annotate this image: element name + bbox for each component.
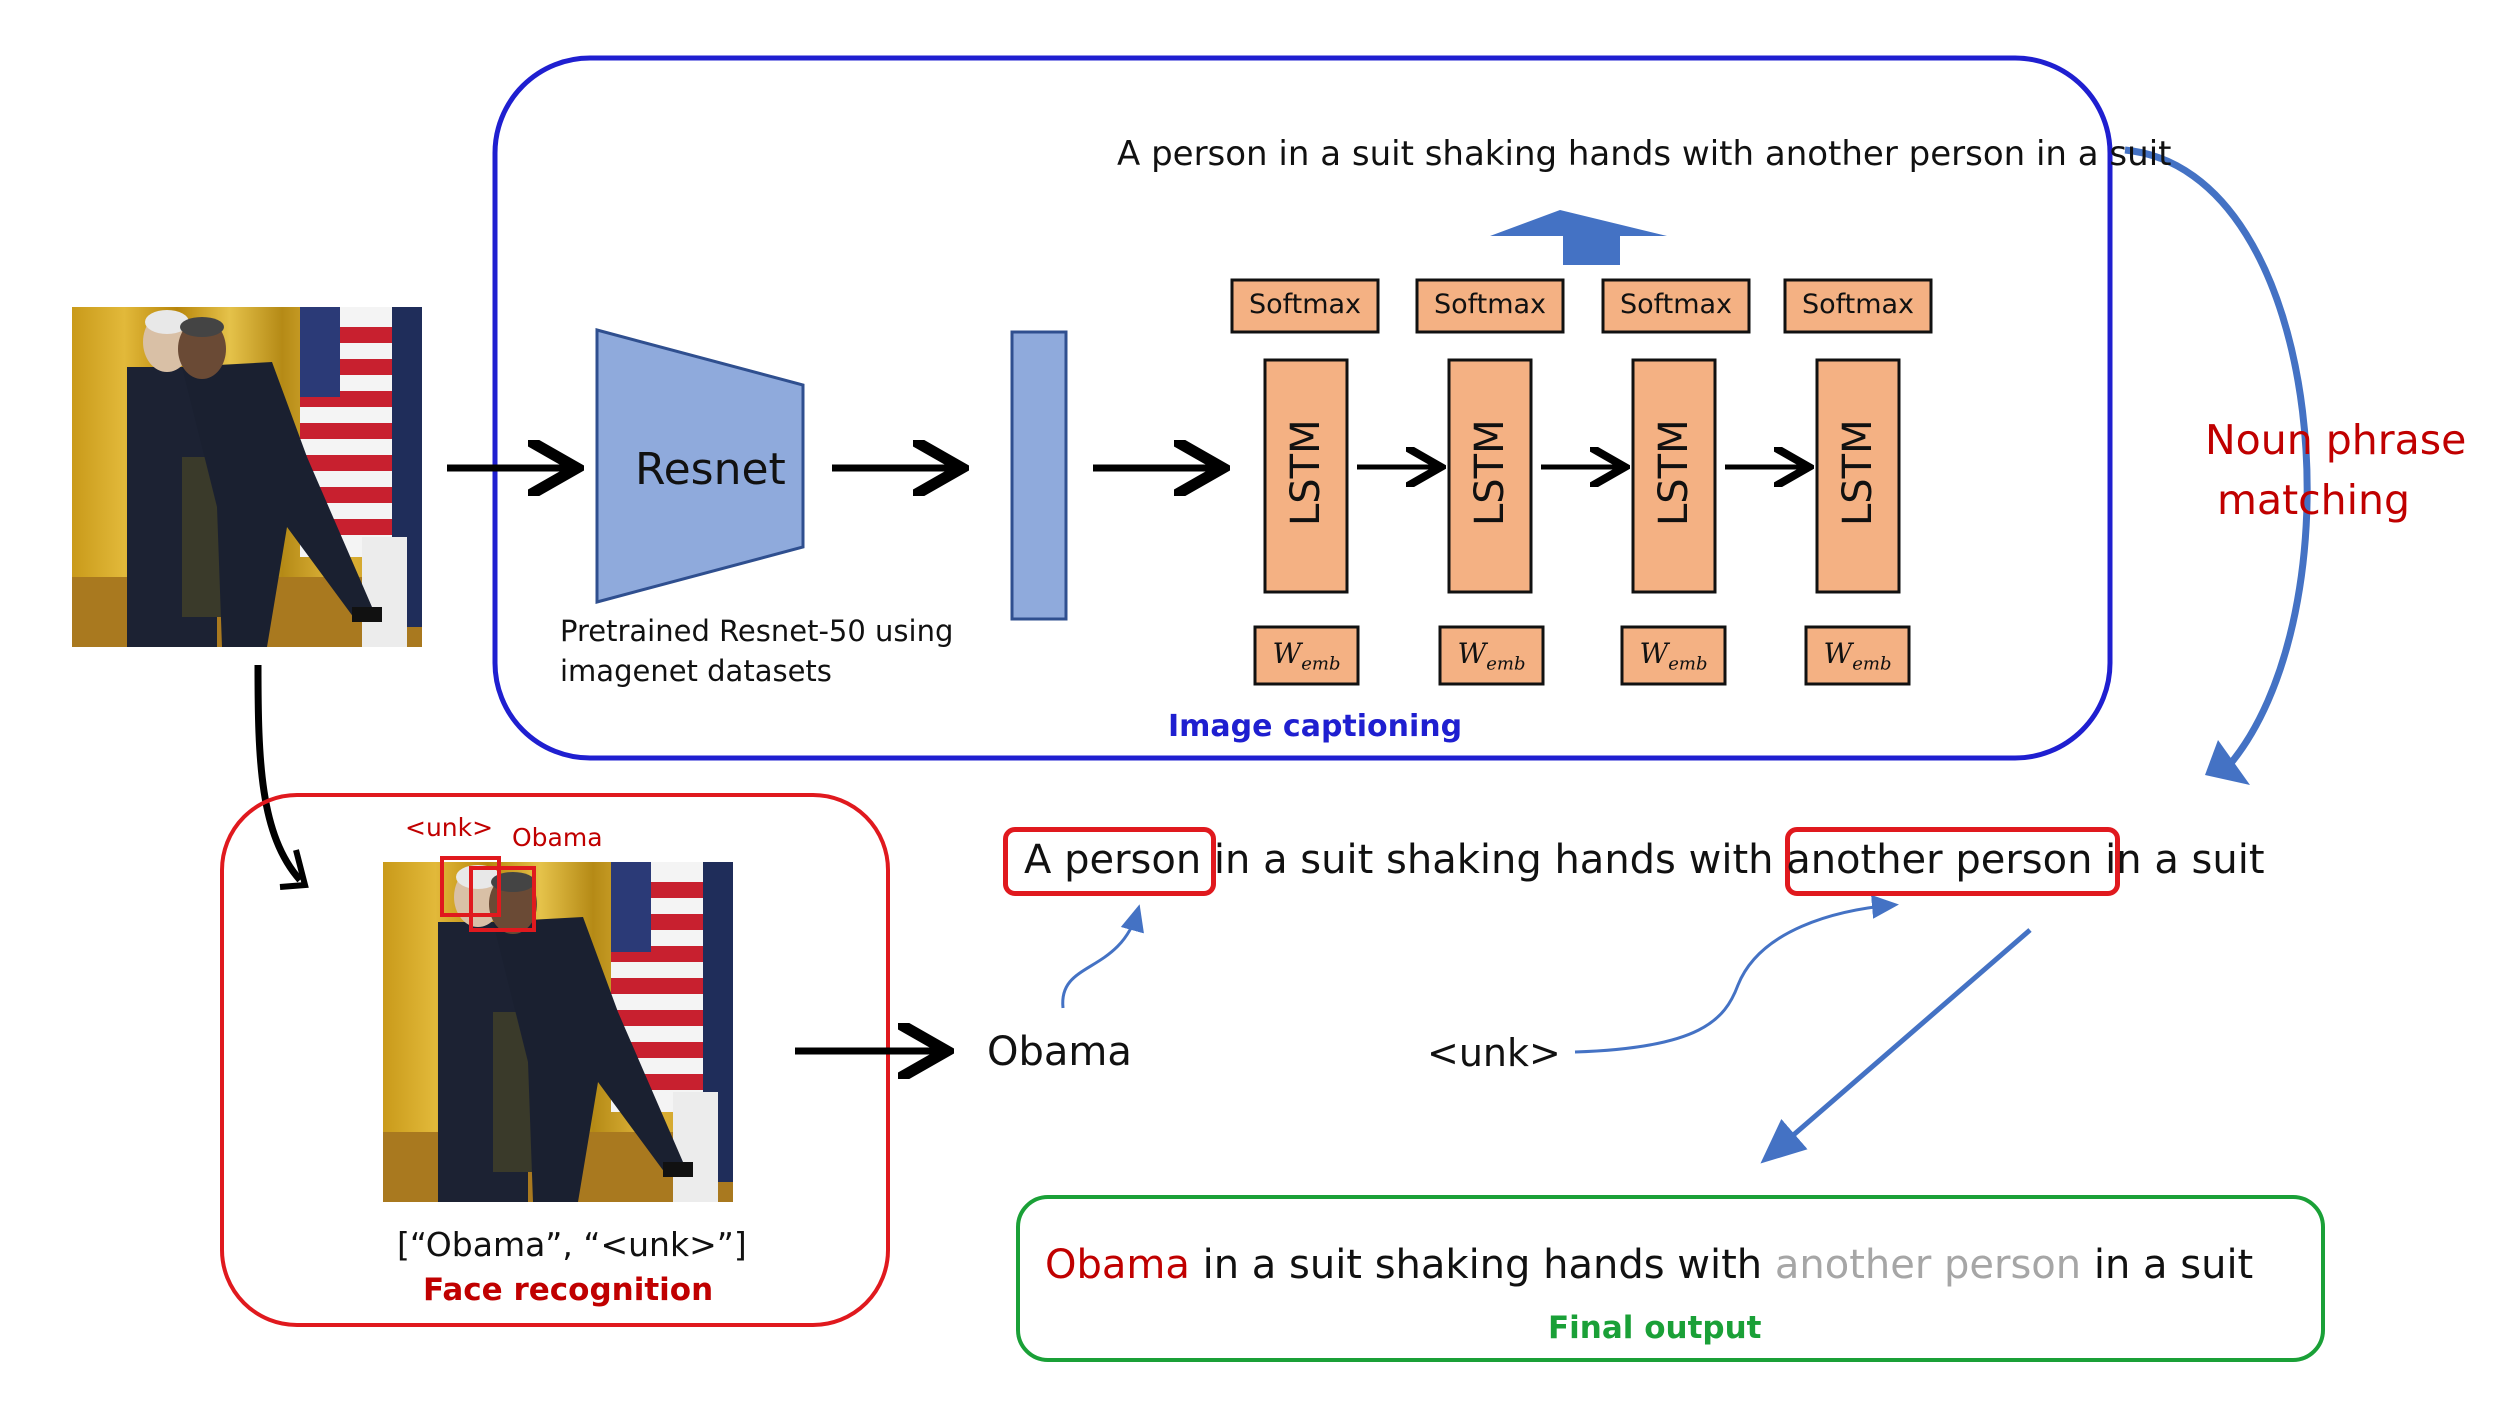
face-recognition-label: Face recognition: [423, 1272, 714, 1308]
phrase-highlight-2: [1785, 827, 2120, 896]
face-box-obama: [469, 866, 536, 932]
output-up-arrow: [1490, 210, 1667, 265]
arrow-unk-to-phrase2: [1574, 894, 1899, 1054]
caption-output-text: A person in a suit shaking hands with an…: [1117, 134, 2172, 174]
noun-phrase-label-line2: matching: [2217, 476, 2411, 524]
wemb-label: Wemb: [1823, 637, 1892, 675]
lstm-label: LSTM: [1835, 419, 1881, 526]
softmax-box: [1415, 278, 1565, 334]
noun-phrase-arrowhead: [2205, 740, 2250, 785]
softmax-box: [1601, 278, 1751, 334]
arrow-to-final-output: [1760, 928, 2032, 1164]
final-gray-phrase: another person: [1774, 1242, 2082, 1288]
wemb-box: [1438, 625, 1545, 686]
matched-caption-middle: in a suit shaking hands with: [1201, 837, 1787, 883]
resnet-block: [595, 328, 805, 604]
final-output-text: Obama in a suit shaking hands with anoth…: [1045, 1245, 2253, 1285]
noun-phrase-label-line1: Noun phrase: [2205, 416, 2467, 464]
final-name: Obama: [1045, 1242, 1190, 1288]
matched-phrase-2: another person: [1786, 837, 2093, 883]
face-recognition-panel: [220, 793, 890, 1327]
softmax-box: [1230, 278, 1380, 334]
face-photo: [383, 862, 733, 1202]
softmax-label: Softmax: [1801, 289, 1915, 320]
arrow-photo-to-face-head: [279, 849, 309, 890]
lstm-box: [1815, 358, 1901, 594]
wemb-label: Wemb: [1457, 637, 1526, 675]
resnet-description-line1: Pretrained Resnet-50 using: [560, 614, 954, 648]
wemb-box: [1804, 625, 1911, 686]
softmax-box: [1783, 278, 1933, 334]
softmax-label: Softmax: [1248, 289, 1362, 320]
wemb-label: Wemb: [1639, 637, 1708, 675]
arrow-photo-to-face: [254, 664, 303, 883]
face-box-label-unk: <unk>: [405, 813, 494, 842]
recognized-name-unk: <unk>: [1427, 1031, 1561, 1075]
resnet-label: Resnet: [635, 444, 786, 495]
feature-vector: [1010, 330, 1068, 621]
lstm-label: LSTM: [1467, 419, 1513, 526]
wemb-box: [1620, 625, 1727, 686]
final-part1: in a suit shaking hands with: [1189, 1242, 1775, 1288]
final-part2: in a suit: [2081, 1242, 2254, 1288]
phrase-highlight-1: [1003, 827, 1216, 896]
lstm-box: [1263, 358, 1349, 594]
lstm-box: [1631, 358, 1717, 594]
final-output-panel: [1016, 1195, 2325, 1362]
noun-phrase-curve: [2124, 146, 2311, 773]
input-photo: [72, 307, 422, 647]
wemb-label: Wemb: [1272, 637, 1341, 675]
arrow-obama-to-phrase1: [1061, 904, 1144, 1009]
recognized-name-obama: Obama: [987, 1029, 1132, 1075]
softmax-label: Softmax: [1619, 289, 1733, 320]
matched-caption-end: in a suit: [2092, 837, 2265, 883]
lstm-label: LSTM: [1283, 419, 1329, 526]
image-captioning-panel: [492, 55, 2113, 761]
image-captioning-label: Image captioning: [1168, 709, 1463, 744]
face-box-label-obama: Obama: [512, 823, 603, 852]
matched-phrase-1: A person: [1024, 837, 1202, 883]
resnet-description-line2: imagenet datasets: [560, 654, 832, 688]
softmax-label: Softmax: [1433, 289, 1547, 320]
matched-caption: A person in a suit shaking hands with an…: [1024, 840, 2265, 880]
final-output-label: Final output: [1548, 1310, 1762, 1346]
wemb-box: [1253, 625, 1360, 686]
face-result-list: [“Obama”, “<unk>”]: [397, 1225, 747, 1264]
lstm-box: [1447, 358, 1533, 594]
lstm-label: LSTM: [1651, 419, 1697, 526]
